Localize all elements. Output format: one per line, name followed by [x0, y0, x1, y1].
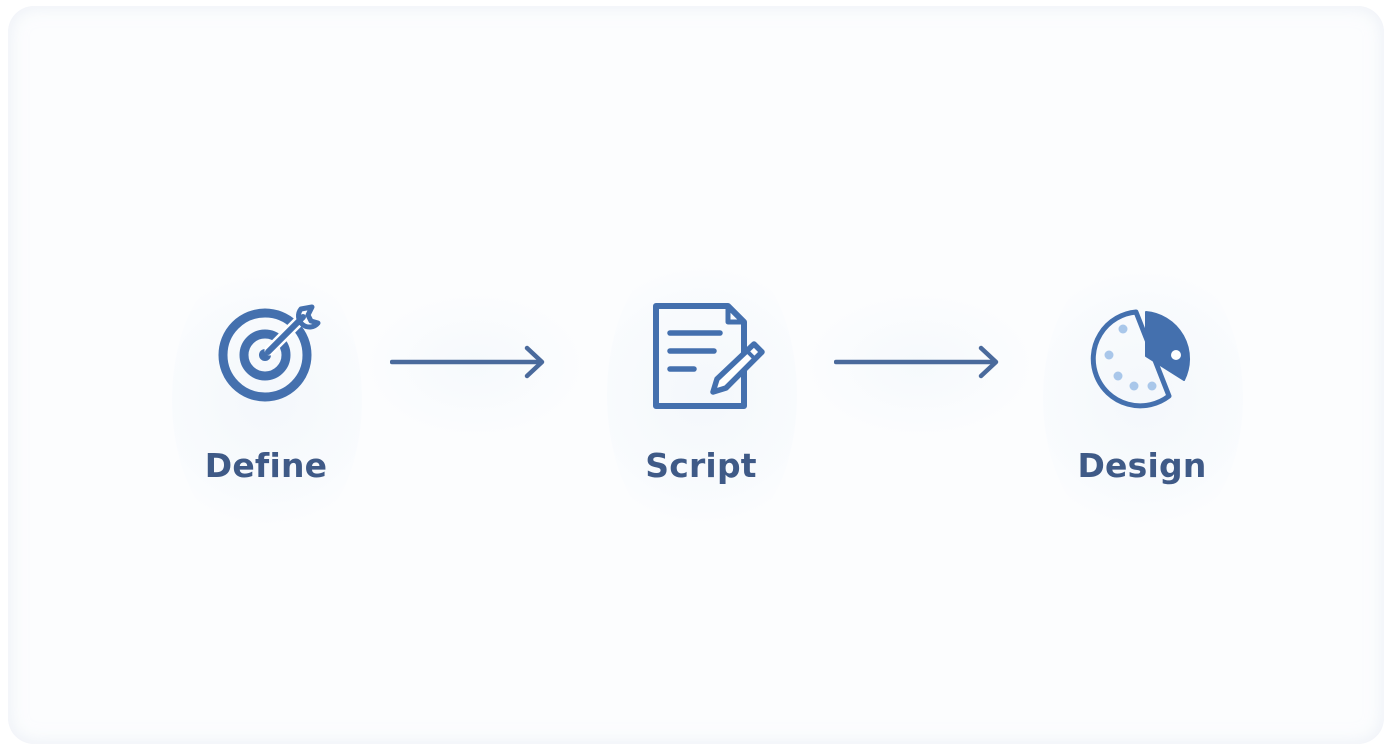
step-label-design: Design [1077, 446, 1207, 485]
step-label-define: Define [204, 446, 328, 485]
step-label-script: Script [645, 446, 757, 485]
arrow-right-icon [833, 344, 1004, 384]
connector-2-glow [800, 290, 1040, 440]
connector-1-glow [360, 290, 590, 440]
arrow-right-icon [389, 344, 550, 384]
target-wrench-icon [215, 298, 325, 408]
step-script-halo [607, 240, 797, 550]
step-design-halo [1043, 248, 1243, 548]
pie-chart-icon [1086, 304, 1196, 414]
document-pencil-icon [650, 300, 770, 415]
